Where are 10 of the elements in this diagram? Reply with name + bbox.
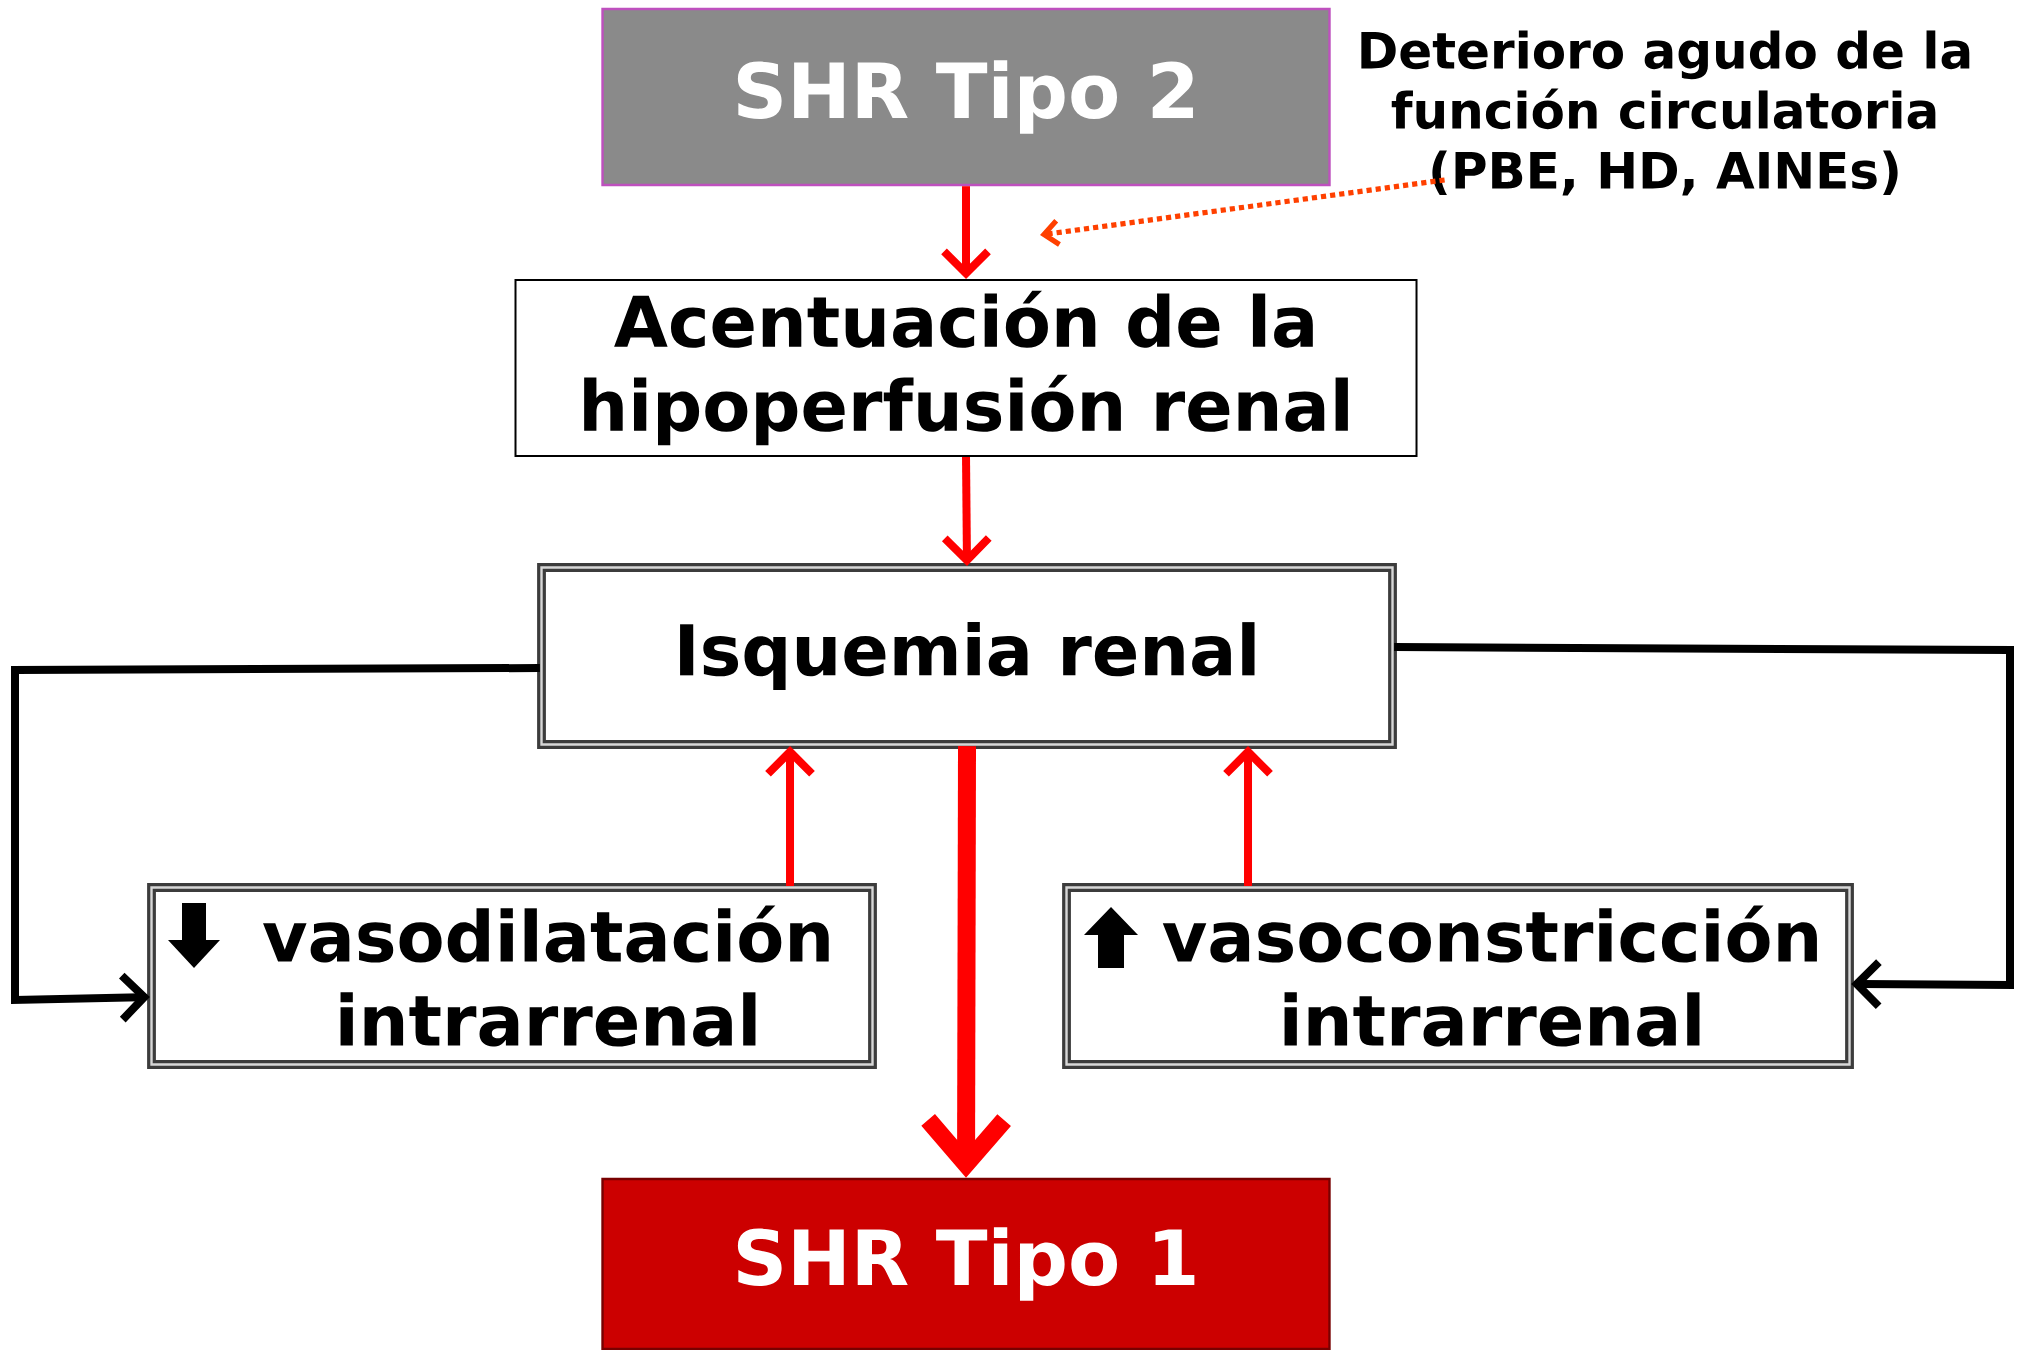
arrow <box>921 746 1011 1178</box>
process-box: Acentuación de la hipoperfusión renal <box>514 279 1418 457</box>
process-box: Isquemia renal <box>537 563 1397 749</box>
process-box: vasodilatación intrarrenal <box>147 883 877 1069</box>
arrow <box>941 456 992 566</box>
title-box: SHR Tipo 2 <box>601 7 1331 187</box>
annotation-text: Deterioro agudo de la función circulatoria (PBE, HD, AINEs) <box>1361 30 1970 196</box>
result-box: SHR Tipo 1 <box>601 1177 1331 1350</box>
arrow <box>1040 177 1445 247</box>
process-box: vasoconstricción intrarrenal <box>1062 883 1854 1069</box>
